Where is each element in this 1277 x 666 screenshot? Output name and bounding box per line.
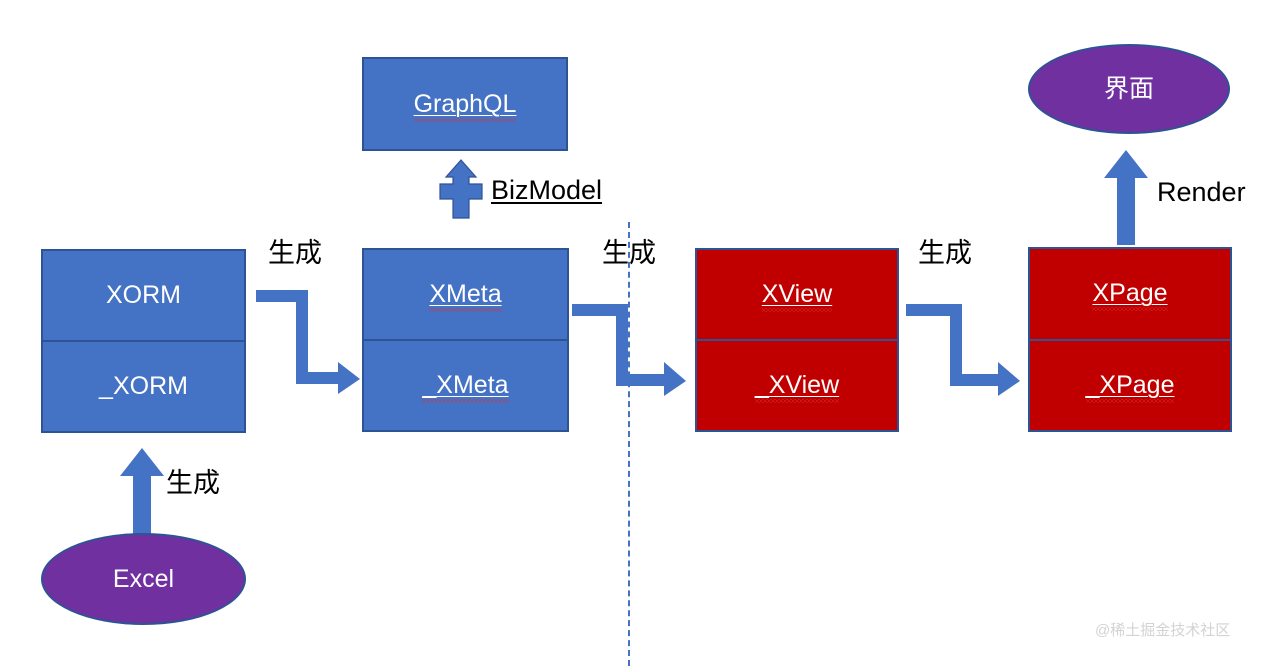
- node-xmeta-top-label: XMeta: [429, 280, 502, 312]
- edge-label-render: Render: [1157, 177, 1246, 207]
- node-xorm-bottom-label: _XORM: [99, 372, 188, 400]
- node-xpage-top: XPage: [1030, 249, 1230, 339]
- edge-label-xorm-to-xmeta: 生成: [268, 238, 322, 268]
- node-xmeta-bottom: _XMeta: [364, 339, 567, 430]
- node-xorm-bottom: _XORM: [43, 340, 244, 431]
- arrow-excel-to-xorm: [120, 448, 164, 542]
- node-excel[interactable]: Excel: [41, 533, 246, 625]
- node-xpage-bottom-label: _XPage: [1085, 370, 1175, 403]
- node-xmeta-top: XMeta: [364, 250, 567, 339]
- arrow-xpage-to-ui: [1104, 150, 1148, 245]
- node-xview-top-label: XView: [761, 280, 833, 312]
- node-xorm-top: XORM: [43, 251, 244, 340]
- node-xpage[interactable]: XPage _XPage: [1028, 247, 1232, 432]
- node-graphql-body: GraphQL: [364, 59, 566, 149]
- node-xview-top: XView: [697, 250, 897, 339]
- node-xview[interactable]: XView _XView: [695, 248, 899, 432]
- node-xview-bottom: _XView: [697, 339, 897, 430]
- node-xmeta[interactable]: XMeta _XMeta: [362, 248, 569, 432]
- edge-label-bizmodel: BizModel: [491, 175, 603, 205]
- node-ui[interactable]: 界面: [1028, 44, 1230, 134]
- node-xview-bottom-label: _XView: [754, 371, 840, 403]
- node-graphql[interactable]: GraphQL: [362, 57, 568, 151]
- node-xorm[interactable]: XORM _XORM: [41, 249, 246, 433]
- node-xmeta-bottom-label: _XMeta: [422, 371, 509, 403]
- node-excel-label: Excel: [112, 564, 175, 593]
- node-xpage-bottom: _XPage: [1030, 338, 1230, 431]
- edge-label-xmeta-to-xview: 生成: [602, 238, 656, 268]
- node-graphql-label: GraphQL: [413, 89, 517, 122]
- node-ui-label: 界面: [1103, 74, 1154, 103]
- edge-label-xview-to-xpage: 生成: [918, 238, 972, 268]
- arrow-xmeta-to-graphql: [439, 159, 483, 219]
- arrow-xmeta-to-xview: [572, 304, 686, 396]
- node-xpage-top-label: XPage: [1092, 279, 1168, 312]
- watermark: @稀土掘金技术社区: [1095, 622, 1231, 639]
- arrow-xview-to-xpage: [906, 304, 1020, 396]
- node-xorm-top-label: XORM: [106, 281, 181, 309]
- edge-label-excel-to-xorm: 生成: [166, 468, 220, 498]
- vertical-dashed-divider: [628, 222, 630, 666]
- arrow-xorm-to-xmeta: [256, 290, 360, 394]
